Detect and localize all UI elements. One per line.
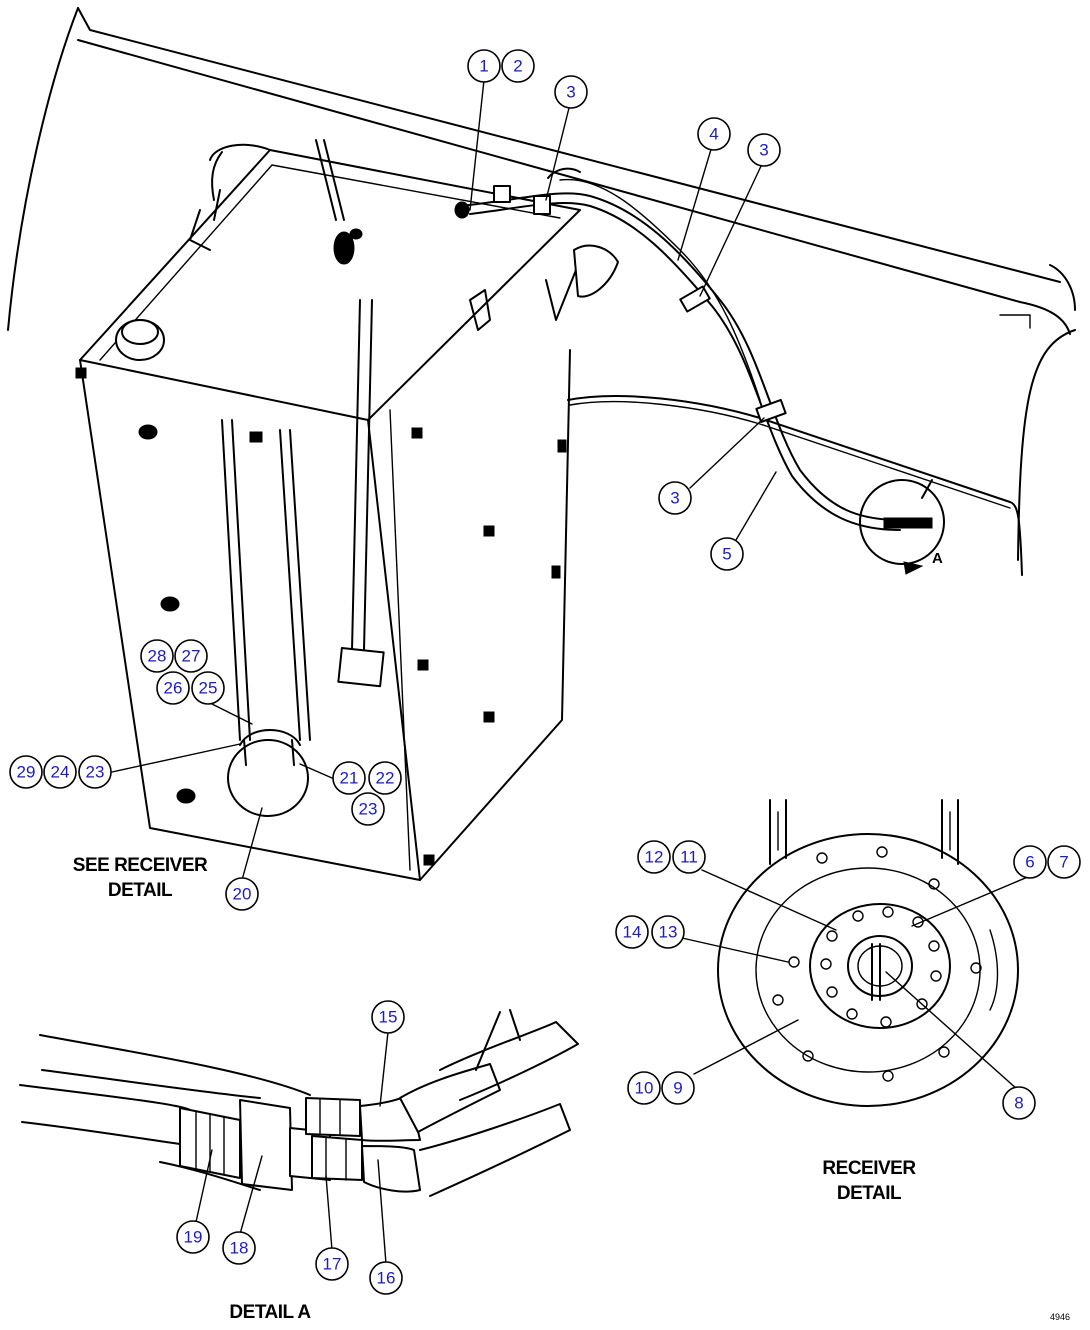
svg-text:3: 3 — [759, 141, 768, 160]
svg-text:17: 17 — [323, 1255, 342, 1274]
callout: 3 — [658, 481, 692, 515]
callout: 29 — [9, 755, 43, 789]
callouts: 1 2 3 4 3 3 5 28 27 26 25 29 24 23 21 22… — [9, 49, 1081, 1295]
callout: 2 — [501, 49, 535, 83]
callout: 18 — [222, 1231, 256, 1265]
callout: 1 — [467, 49, 501, 83]
callout: 26 — [156, 671, 190, 705]
svg-text:3: 3 — [670, 489, 679, 508]
svg-text:12: 12 — [645, 848, 664, 867]
svg-text:24: 24 — [51, 763, 70, 782]
svg-text:22: 22 — [376, 769, 395, 788]
svg-text:6: 6 — [1025, 853, 1034, 872]
svg-text:20: 20 — [233, 885, 252, 904]
detail-a-caption: DETAIL A — [229, 1302, 311, 1323]
callout: 11 — [672, 840, 706, 874]
callout: 22 — [368, 761, 402, 795]
callout: 28 — [140, 639, 174, 673]
svg-text:15: 15 — [379, 1008, 398, 1027]
svg-text:18: 18 — [230, 1239, 249, 1258]
callout: 10 — [627, 1071, 661, 1105]
hose-routing — [209, 143, 945, 575]
callout: 17 — [315, 1247, 349, 1281]
callout: 13 — [651, 915, 685, 949]
callout: 24 — [43, 755, 77, 789]
hydraulic-tank — [75, 139, 619, 881]
callout: 9 — [661, 1071, 695, 1105]
svg-text:23: 23 — [359, 800, 378, 819]
see-receiver-detail-caption-line1: SEE RECEIVER — [73, 855, 208, 876]
receiver-detail-drawing — [717, 799, 1019, 1107]
svg-text:3: 3 — [566, 83, 575, 102]
callout: 5 — [710, 537, 744, 571]
svg-text:26: 26 — [164, 679, 183, 698]
callout: 7 — [1047, 845, 1081, 879]
svg-text:9: 9 — [673, 1079, 682, 1098]
callout: 23 — [351, 792, 385, 826]
svg-text:25: 25 — [199, 679, 218, 698]
svg-text:5: 5 — [722, 545, 731, 564]
svg-text:2: 2 — [513, 57, 522, 76]
callout: 27 — [174, 639, 208, 673]
receiver-detail-caption-line2: DETAIL — [837, 1183, 902, 1204]
callout: 15 — [371, 1000, 405, 1034]
view-arrow-label: A — [932, 550, 943, 567]
callout: 3 — [554, 75, 588, 109]
svg-text:11: 11 — [680, 848, 698, 867]
svg-text:14: 14 — [623, 923, 642, 942]
svg-text:29: 29 — [17, 763, 36, 782]
svg-text:19: 19 — [184, 1228, 203, 1247]
callout: 25 — [191, 671, 225, 705]
svg-text:28: 28 — [148, 647, 167, 666]
figure-code: 4946 — [1050, 1312, 1070, 1322]
see-receiver-detail-caption-line2: DETAIL — [108, 880, 173, 901]
svg-text:23: 23 — [86, 763, 105, 782]
svg-text:10: 10 — [635, 1079, 654, 1098]
svg-text:13: 13 — [659, 923, 678, 942]
receiver-detail-caption-line1: RECEIVER — [822, 1158, 916, 1179]
svg-text:7: 7 — [1059, 853, 1068, 872]
callout: 19 — [176, 1220, 210, 1254]
svg-text:16: 16 — [377, 1269, 396, 1288]
callout: 8 — [1002, 1086, 1036, 1120]
svg-text:27: 27 — [182, 647, 201, 666]
callout: 21 — [332, 761, 366, 795]
callout: 20 — [225, 877, 259, 911]
svg-text:8: 8 — [1014, 1094, 1023, 1113]
callout: 23 — [78, 755, 112, 789]
callout: 14 — [615, 915, 649, 949]
frame-outline — [7, 7, 1076, 576]
callout: 6 — [1013, 845, 1047, 879]
callout: 12 — [637, 840, 671, 874]
leader-lines — [111, 79, 1031, 1265]
callout: 3 — [747, 133, 781, 167]
svg-text:4: 4 — [709, 125, 718, 144]
detail-a-drawing — [19, 1009, 579, 1197]
svg-text:1: 1 — [479, 57, 488, 76]
callout: 4 — [697, 117, 731, 151]
callout: 16 — [369, 1261, 403, 1295]
svg-text:21: 21 — [340, 769, 359, 788]
